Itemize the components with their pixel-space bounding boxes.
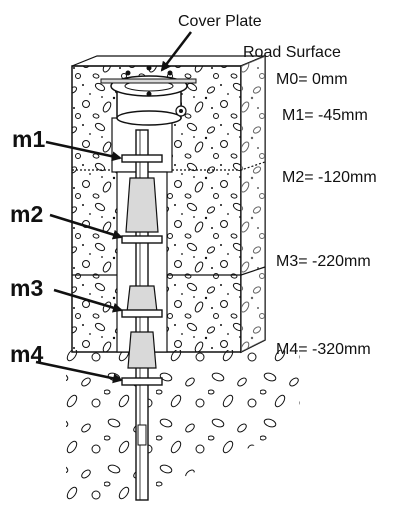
depth-label-m2: M2= -120mm [282, 169, 377, 186]
depth-label-m1: M1= -45mm [282, 107, 368, 124]
cover-plate-label: Cover Plate [178, 13, 262, 30]
depth-label-m0: M0= 0mm [276, 71, 348, 88]
road-surface-label: Road Surface [243, 44, 341, 61]
sensor-label-m4: m4 [10, 341, 43, 367]
sensor-callouts: m1 m2 m3 m4 [10, 126, 123, 384]
subgrade-soil [66, 350, 300, 511]
depth-labels: M0= 0mm M1= -45mm M2= -120mm M3= -220mm … [276, 71, 377, 358]
depth-label-m4: M4= -320mm [276, 341, 371, 358]
depth-label-m3: M3= -220mm [276, 253, 371, 270]
cover-plate-callout: Cover Plate [160, 13, 262, 72]
sensor-label-m2: m2 [10, 201, 43, 227]
probe-assembly [121, 129, 163, 501]
sensor-label-m1: m1 [12, 126, 45, 152]
sensor-label-m3: m3 [10, 275, 43, 301]
cover-plate-housing [100, 65, 197, 126]
